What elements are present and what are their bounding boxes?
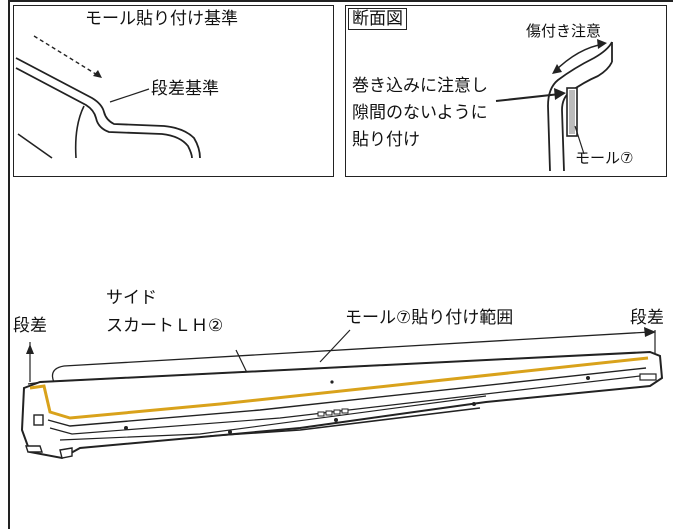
left-end-clip — [33, 414, 44, 426]
skirt-lower-edge — [209, 407, 481, 437]
guide-dashed-line — [33, 35, 100, 77]
side-skirt-name-line-2: スカートＬＨ② — [106, 316, 224, 336]
body-edge-outer — [15, 57, 201, 159]
detail-panel-molding-reference: モール貼り付け基準 段差基準 — [13, 5, 334, 177]
frame-left-border — [8, 0, 10, 529]
caution-arrow-head-1 — [552, 64, 562, 74]
clip-hole-2 — [228, 430, 232, 434]
guide-arrow-head — [93, 70, 102, 78]
caution-arrow-head-2 — [597, 39, 607, 49]
left-end-foot-2 — [59, 447, 73, 459]
step-label-left: 段差 — [13, 316, 47, 336]
note-leader-head — [554, 88, 566, 100]
step-leader-line — [109, 88, 150, 103]
detail-left-drawing — [15, 35, 201, 159]
step-label-right: 段差 — [630, 308, 664, 328]
molding-strip-edge — [27, 351, 651, 385]
cross-section-drawing — [495, 39, 613, 172]
right-end-clip — [639, 373, 657, 381]
molding-strip-main — [29, 356, 649, 420]
step-reference-label: 段差基準 — [151, 79, 219, 99]
clip-hole-3 — [334, 418, 338, 422]
body-edge-lower — [74, 105, 85, 159]
clip-hole-4 — [472, 402, 476, 406]
clip-hole-1 — [124, 426, 128, 430]
clip-hole-5 — [586, 376, 590, 380]
range-arrow-right — [644, 327, 656, 337]
part-leader-line — [574, 125, 585, 155]
left-end-foot — [25, 445, 43, 453]
step-arrow-left — [26, 344, 34, 354]
cross-section-title: 断面図 — [348, 8, 407, 31]
side-skirt-name-line-1: サイド — [106, 288, 157, 308]
note-line-2: 隙間のないように — [352, 103, 488, 123]
molding-range-label: モール⑦貼り付け範囲 — [345, 308, 514, 328]
sill-profile-outer — [547, 41, 613, 172]
center-vent-1 — [317, 411, 325, 417]
sill-profile-inner — [561, 61, 613, 172]
skirt-contour-2 — [49, 375, 641, 435]
scratch-caution-label: 傷付き注意 — [526, 22, 602, 40]
molding-strip-fill — [569, 90, 575, 134]
center-vent-2 — [325, 410, 333, 416]
detail-panel-cross-section: 断面図 傷付き注意 巻き込みに注意し 隙間のないように 貼り付け モール⑦ — [345, 5, 667, 177]
body-edge-inner — [15, 67, 193, 159]
molding-part-label: モール⑦ — [575, 149, 634, 167]
center-vent-3 — [333, 409, 341, 415]
center-vent-4 — [341, 408, 349, 414]
frame-top-border — [8, 0, 673, 2]
body-edge-bottom — [17, 133, 53, 159]
detail-title: モール貼り付け基準 — [85, 9, 238, 29]
clip-hole-6 — [330, 380, 334, 384]
note-leader-arrow — [495, 93, 561, 102]
note-line-1: 巻き込みに注意し — [352, 76, 488, 96]
skirt-contour-1 — [47, 367, 647, 427]
note-line-3: 貼り付け — [352, 130, 420, 150]
skirt-contour-3 — [59, 395, 487, 441]
range-label-leader — [319, 329, 351, 363]
